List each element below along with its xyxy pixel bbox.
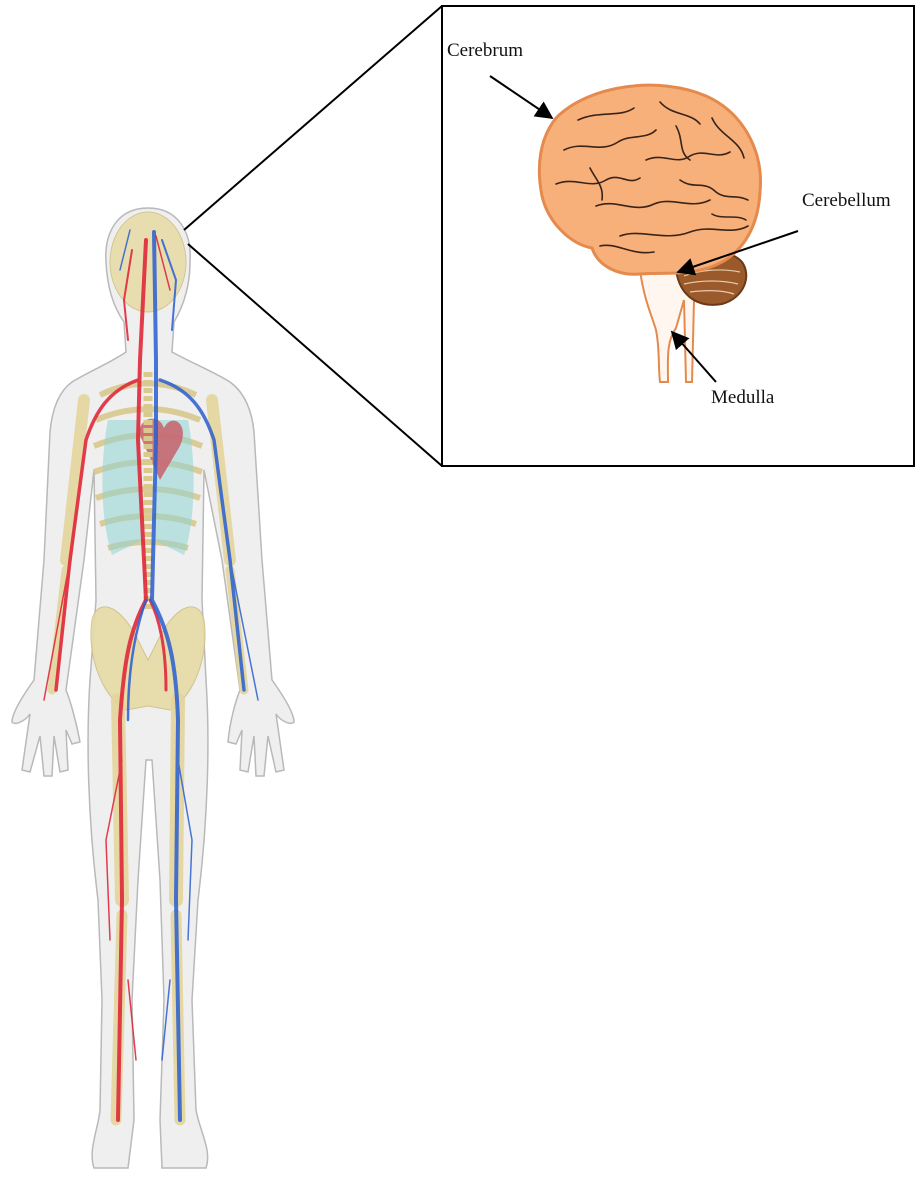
medulla-label: Medulla [711,387,775,408]
cerebrum-label: Cerebrum [447,40,523,61]
human-body-figure [12,208,294,1168]
cerebellum-label: Cerebellum [802,190,891,211]
